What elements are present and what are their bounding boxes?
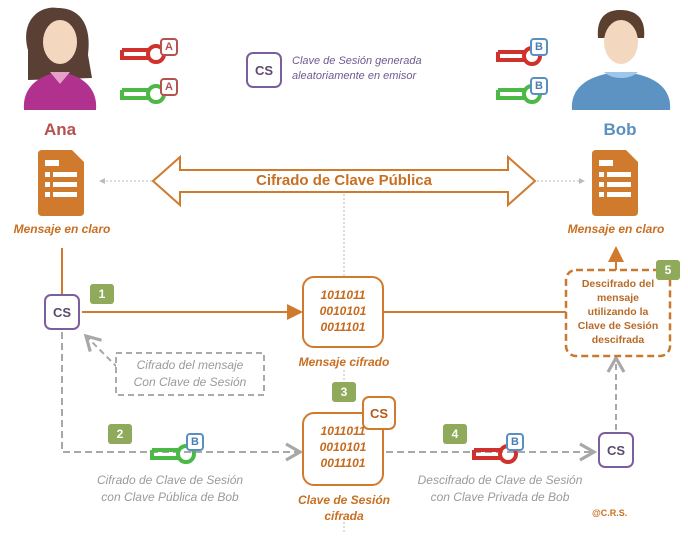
credit: @C.R.S. [592, 508, 628, 518]
binary-line: 0011101 [320, 456, 366, 470]
ana-name: Ana [43, 120, 77, 139]
ana-public-key-badge: A [160, 78, 178, 96]
step2-key-badge: B [186, 433, 204, 451]
bob-name: Bob [603, 120, 637, 139]
step5-box [564, 268, 672, 358]
step4-key-badge: B [506, 433, 524, 451]
step-4-badge: 4 [443, 424, 467, 444]
legend-cs-box: CS [246, 52, 282, 88]
encrypted-key-label-line2: cifrada [324, 509, 364, 523]
step4-text: Descifrado de Clave de Sesión con Clave … [400, 472, 600, 506]
binary-line: 0010101 [319, 304, 367, 318]
banner-title: Cifrado de Clave Pública [256, 172, 432, 189]
bob-avatar [571, 10, 671, 110]
cipher-note-text: Cifrado del mensaje Con Clave de Sesión [116, 357, 264, 391]
step-2-badge: 2 [108, 424, 132, 444]
doc-right-label: Mensaje en claro [567, 222, 665, 236]
bob-private-key-badge: B [530, 38, 548, 56]
step2-text-line2: con Clave Pública de Bob [101, 490, 239, 504]
step-5-badge: 5 [656, 260, 680, 280]
encrypted-key-label: Clave de Sesión cifrada [280, 492, 408, 524]
step5-line: Descifrado del [581, 278, 655, 290]
public-key-double-arrow [151, 154, 537, 208]
binary-line: 0011101 [320, 320, 366, 334]
step-3-badge: 3 [332, 382, 356, 402]
ana-private-key-badge: A [160, 38, 178, 56]
doc-right-icon [592, 150, 638, 216]
cs-bob-box: CS [598, 432, 634, 468]
cipher-note-box [115, 352, 265, 396]
cipher-note-line2: Con Clave de Sesión [133, 375, 247, 389]
encrypted-message-box: 1011011 0010101 0011101 [302, 276, 384, 348]
encrypted-key-cs-tag: CS [362, 396, 396, 430]
binary-line: 1011011 [320, 288, 366, 302]
bob-public-key-badge: B [530, 77, 548, 95]
step5-line: descifrada [591, 334, 645, 346]
ana-avatar [23, 7, 97, 110]
legend-line1: Clave de Sesión generada [292, 55, 422, 67]
step2-text: Cifrado de Clave de Sesión con Clave Púb… [70, 472, 270, 506]
step5-line: mensaje [596, 292, 640, 304]
step2-text-line1: Cifrado de Clave de Sesión [96, 473, 244, 487]
step5-text: Descifrado del mensaje utilizando la Cla… [566, 277, 670, 347]
step4-text-line1: Descifrado de Clave de Sesión [417, 473, 583, 487]
ana-public-key-icon [120, 84, 166, 104]
encrypted-message-label: Mensaje cifrado [298, 355, 390, 369]
step4-text-line2: con Clave Privada de Bob [430, 490, 570, 504]
encrypted-key-label-line1: Clave de Sesión [297, 493, 391, 507]
binary-line: 1011011 [320, 424, 366, 438]
binary-line: 0010101 [319, 440, 367, 454]
cipher-note-line1: Cifrado del mensaje [136, 358, 244, 372]
legend-text: Clave de Sesión generada aleatoriamente … [292, 54, 422, 84]
step-1-badge: 1 [90, 284, 114, 304]
doc-left-label: Mensaje en claro [13, 222, 111, 236]
step5-line: Clave de Sesión [577, 320, 659, 332]
legend-line2: aleatoriamente en emisor [292, 70, 417, 82]
doc-left-icon [38, 150, 84, 216]
ana-private-key-icon [120, 44, 166, 64]
step5-line: utilizando la [587, 306, 649, 318]
cs-ana-box: CS [44, 294, 80, 330]
